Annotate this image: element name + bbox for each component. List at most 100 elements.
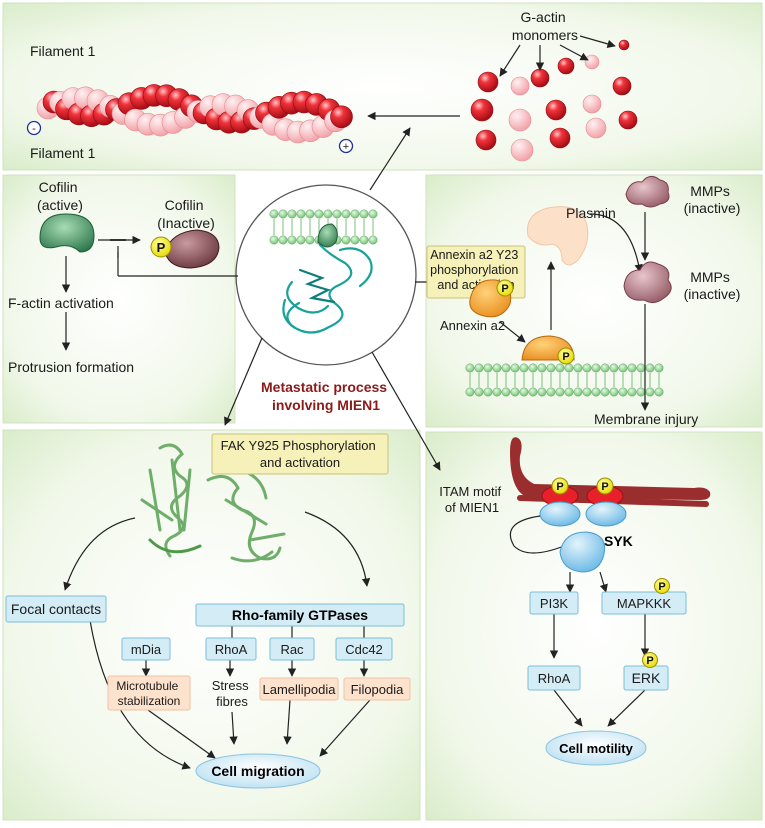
cofilin-active-icon bbox=[39, 213, 95, 253]
plus-end-icon: + bbox=[338, 138, 354, 154]
lipid-head bbox=[296, 209, 306, 219]
lipid-head bbox=[269, 235, 279, 245]
lipid-head bbox=[465, 363, 475, 373]
annexin-bound-phospho-icon: P bbox=[557, 347, 575, 365]
g-actin-monomer bbox=[618, 110, 638, 130]
pi3k-label: PI3K bbox=[540, 596, 569, 611]
g-actin-monomer bbox=[475, 129, 497, 151]
lipid-head bbox=[546, 363, 556, 373]
g-actin-monomer bbox=[510, 76, 530, 96]
mmp-top-label: MMPs (inactive) bbox=[684, 183, 741, 216]
lipid-head bbox=[510, 363, 520, 373]
cofilin-active-label: Cofilin (active) bbox=[37, 179, 83, 213]
fak-arrows bbox=[63, 511, 371, 770]
lipid-head bbox=[645, 363, 655, 373]
fak-box-text: FAK Y925 Phosphorylation and activation bbox=[221, 438, 380, 470]
mmp-mid-label: MMPs (inactive) bbox=[684, 269, 741, 302]
pi3k-box bbox=[529, 591, 579, 615]
lipid-head bbox=[600, 387, 610, 397]
lipid-head bbox=[564, 363, 574, 373]
g-actin-monomer bbox=[585, 117, 607, 139]
svg-text:P: P bbox=[157, 240, 166, 255]
lipid-head bbox=[483, 387, 493, 397]
lipid-head bbox=[350, 209, 360, 219]
itam-arrows bbox=[549, 571, 650, 727]
itam-label: ITAM motif of MIEN1 bbox=[439, 484, 505, 515]
lipid-head bbox=[582, 387, 592, 397]
cofilin-inactive-icon bbox=[164, 229, 220, 269]
fak-rhoa-box bbox=[205, 637, 257, 661]
svg-text:P: P bbox=[658, 581, 665, 593]
lipid-head bbox=[609, 363, 619, 373]
lipid-head bbox=[501, 363, 511, 373]
lipid-head bbox=[305, 209, 315, 219]
lipid-head bbox=[636, 363, 646, 373]
erk-phospho-icon: P bbox=[642, 652, 658, 668]
mien1-protein-icon bbox=[282, 243, 373, 334]
lamellipodia-label: Lamellipodia bbox=[263, 682, 337, 697]
g-actin-monomer bbox=[530, 68, 550, 88]
lipid-head bbox=[492, 387, 502, 397]
lipid-head bbox=[359, 209, 369, 219]
lipid-head bbox=[519, 363, 529, 373]
lipid-head bbox=[645, 387, 655, 397]
filopodia-label: Filopodia bbox=[351, 682, 405, 697]
erk-label: ERK bbox=[632, 670, 661, 686]
lipid-head bbox=[582, 363, 592, 373]
lipid-head bbox=[528, 387, 538, 397]
mmp-top-icon bbox=[625, 176, 670, 208]
itam-rhoa-label: RhoA bbox=[538, 671, 571, 686]
syk-label: SYK bbox=[604, 533, 633, 549]
rac-box bbox=[269, 637, 315, 661]
actin-subunit bbox=[330, 105, 353, 129]
lipid-head bbox=[465, 387, 475, 397]
cdc42-label: Cdc42 bbox=[345, 642, 383, 657]
lipid-head bbox=[618, 363, 628, 373]
lipid-head bbox=[341, 235, 351, 245]
cdc42-box bbox=[335, 637, 393, 661]
lipid-head bbox=[573, 387, 583, 397]
lipid-head bbox=[654, 387, 664, 397]
lamellipodia-box bbox=[259, 677, 339, 701]
plasmin-icon bbox=[526, 206, 589, 266]
lipid-head bbox=[314, 209, 324, 219]
annexin-membrane bbox=[465, 363, 664, 397]
membrane-injury-label: Membrane injury bbox=[594, 411, 698, 427]
lipid-head bbox=[555, 363, 565, 373]
fak-protein-icon bbox=[140, 443, 286, 563]
g-actin-monomer bbox=[545, 99, 567, 121]
lipid-head bbox=[483, 363, 493, 373]
filament-label-top: Filament 1 bbox=[30, 43, 96, 59]
rho-family-label: Rho-family GTPases bbox=[232, 607, 368, 623]
cell-migration-oval bbox=[195, 753, 321, 789]
filopodia-box bbox=[343, 677, 411, 701]
minus-end-icon: - bbox=[26, 120, 42, 136]
svg-text:P: P bbox=[556, 481, 563, 493]
lipid-head bbox=[528, 363, 538, 373]
lipid-head bbox=[287, 235, 297, 245]
center-title: Metastatic process involving MIEN1 bbox=[261, 379, 391, 413]
g-actin-monomer bbox=[549, 127, 571, 149]
lipid-head bbox=[627, 363, 637, 373]
lipid-head bbox=[591, 363, 601, 373]
focal-contacts-box bbox=[5, 595, 107, 623]
svg-text:-: - bbox=[32, 123, 36, 135]
svg-text:P: P bbox=[646, 655, 653, 667]
cell-motility-label: Cell motility bbox=[559, 741, 633, 756]
actin-filament bbox=[36, 84, 353, 144]
lipid-head bbox=[278, 235, 288, 245]
lipid-head bbox=[368, 235, 378, 245]
cofilin-phospho-icon: P bbox=[150, 236, 172, 258]
g-actin-monomer bbox=[510, 138, 534, 162]
annexin-to-membrane-arrow bbox=[499, 321, 526, 343]
g-actin-monomers bbox=[470, 39, 638, 162]
plasmin-to-mmp-arrow bbox=[589, 213, 643, 273]
mapkkk-phospho-icon: P bbox=[654, 578, 670, 594]
lipid-head bbox=[636, 387, 646, 397]
stress-fibres-label: Stress fibres bbox=[212, 678, 252, 709]
lipid-head bbox=[474, 387, 484, 397]
factin-label: F-actin activation bbox=[8, 295, 114, 311]
itam-phospho-1-icon: P bbox=[551, 477, 569, 495]
mdia-label: mDia bbox=[131, 642, 162, 657]
syk-sh2-right-icon bbox=[585, 501, 627, 527]
